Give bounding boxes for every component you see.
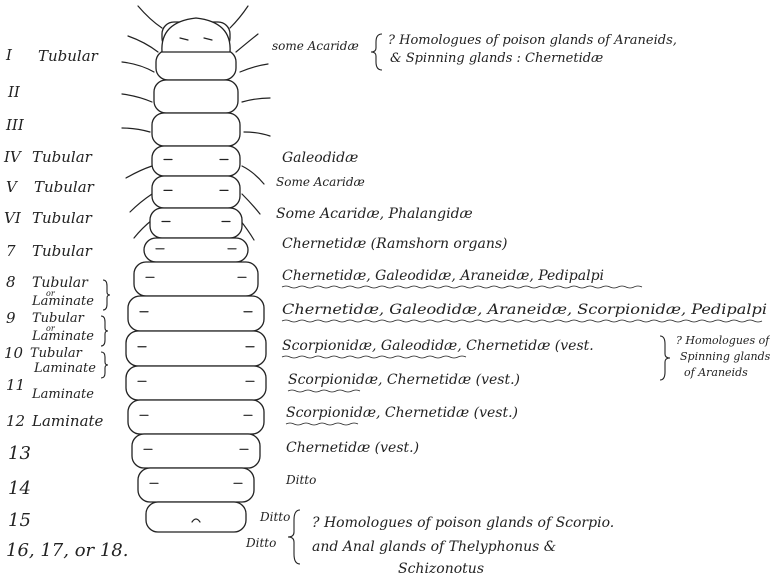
segment-type-6: Tubular — [32, 209, 93, 227]
brace-seg10-11 — [660, 336, 670, 380]
body-segment-16 — [146, 502, 246, 532]
annotation-seg6: Some Acaridæ, Phalangidæ — [276, 206, 473, 222]
annotation-list: some Acaridæ ? Homologues of poison glan… — [245, 33, 770, 577]
annotation-seg12: Scorpionidæ, Chernetidæ (vest.) — [286, 405, 518, 421]
segment-type-9: Tubular — [32, 311, 85, 326]
segment-number-6: VI — [4, 209, 22, 227]
annotation-seg1-right-a: ? Homologues of poison glands of Araneid… — [388, 33, 677, 48]
annotation-seg16: Ditto — [245, 536, 276, 550]
segment-type-12: Laminate — [31, 412, 104, 430]
left-leg-5 — [122, 128, 150, 132]
left-leg-3 — [122, 62, 154, 72]
right-leg-2 — [236, 34, 258, 52]
annotation-seg1-left: some Acaridæ — [272, 39, 359, 53]
annotation-seg14: Ditto — [285, 473, 316, 487]
segment-number-5: V — [6, 178, 19, 196]
segment-number-7: 7 — [6, 242, 16, 260]
underline-seg11 — [288, 390, 360, 392]
annotation-seg5: Some Acaridæ — [276, 175, 365, 189]
segment-number-13: 13 — [8, 443, 31, 464]
annotation-bottom-c: Schizonotus — [398, 561, 484, 577]
body-segment-6 — [152, 176, 240, 208]
segment-number-15: 15 — [8, 510, 31, 531]
segment-number-3: III — [5, 116, 25, 134]
left-leg-4 — [122, 94, 152, 102]
annotation-seg11: Scorpionidæ, Chernetidæ (vest.) — [288, 372, 520, 388]
right-leg-3 — [240, 64, 268, 72]
segment-type-1: Tubular — [38, 47, 99, 65]
body-segment-2 — [156, 50, 236, 80]
annotation-seg4: Galeodidæ — [282, 150, 358, 166]
segment-type-7: Tubular — [32, 242, 93, 260]
annotation-seg1-right-b: & Spinning glands : Chernetidæ — [390, 51, 603, 66]
left-leg-8 — [134, 220, 152, 238]
segment-label-list: I Tubular II III IV Tubular V Tubular VI… — [3, 46, 128, 561]
left-leg-6 — [126, 166, 152, 178]
brace-segment-10 — [101, 352, 108, 378]
right-leg-5 — [244, 132, 270, 136]
body-segment-15 — [138, 468, 254, 502]
segment-type-4: Tubular — [32, 148, 93, 166]
annotation-bracket-b: Spinning glands — [680, 350, 770, 363]
segment-number-14: 14 — [8, 478, 31, 499]
segment-type-10-alt: Laminate — [33, 361, 96, 376]
underline-seg10 — [282, 356, 466, 358]
underline-seg8 — [282, 286, 642, 288]
underline-seg12 — [286, 423, 358, 425]
right-leg-6 — [242, 166, 264, 184]
animal-body — [122, 6, 270, 532]
annotation-bracket-a: ? Homologues of — [676, 334, 770, 347]
body-segment-7 — [150, 208, 242, 238]
right-leg-1 — [230, 6, 248, 28]
annotation-seg8: Chernetidæ, Galeodidæ, Araneidæ, Pedipal… — [282, 268, 604, 284]
right-leg-4 — [242, 98, 270, 102]
body-segment-9 — [134, 262, 258, 296]
annotation-seg15: Ditto — [259, 510, 290, 524]
brace-seg1 — [371, 34, 382, 70]
segment-type-5: Tubular — [34, 178, 95, 196]
right-leg-7 — [242, 194, 260, 214]
segment-number-12: 12 — [6, 412, 25, 430]
segment-number-4: IV — [3, 148, 23, 166]
segment-number-1: I — [5, 46, 13, 64]
segment-type-8: Tubular — [32, 275, 89, 291]
brace-segment-8 — [103, 280, 110, 310]
body-segment-3 — [154, 80, 238, 113]
segment-type-11: Laminate — [31, 387, 94, 402]
underline-seg9 — [282, 320, 762, 322]
annotation-seg10: Scorpionidæ, Galeodidæ, Chernetidæ (vest… — [282, 338, 594, 354]
segment-number-10: 10 — [4, 344, 24, 362]
body-segment-4 — [152, 113, 240, 146]
left-leg-2 — [128, 36, 158, 52]
body-segment-13 — [128, 400, 264, 434]
body-segment-11 — [126, 331, 266, 366]
segment-number-9: 9 — [6, 309, 16, 327]
segment-number-2: II — [7, 83, 21, 101]
body-segments — [126, 18, 266, 532]
annotation-seg13: Chernetidæ (vest.) — [286, 440, 419, 456]
segment-type-9-alt: Laminate — [31, 329, 94, 344]
annotation-bottom-a: ? Homologues of poison glands of Scorpio… — [312, 515, 614, 531]
annotation-seg9: Chernetidæ, Galeodidæ, Araneidæ, Scorpio… — [282, 302, 767, 318]
left-leg-7 — [130, 194, 152, 212]
segment-number-11: 11 — [6, 376, 25, 394]
segment-type-8-alt: Laminate — [31, 294, 94, 309]
body-segment-5 — [152, 146, 240, 176]
segment-number-16-18: 16, 17, or 18. — [6, 540, 128, 561]
segment-type-10: Tubular — [30, 346, 83, 361]
body-segment-10 — [128, 296, 264, 331]
brace-segment-9 — [101, 316, 108, 346]
body-segment-14 — [132, 434, 260, 468]
annotation-seg7: Chernetidæ (Ramshorn organs) — [282, 236, 508, 252]
left-leg-1 — [138, 6, 162, 28]
body-segment-8 — [144, 238, 248, 262]
segment-number-8: 8 — [6, 273, 16, 291]
body-segment-12 — [126, 366, 266, 400]
annotation-bracket-c: of Araneids — [684, 366, 748, 379]
annotation-bottom-b: and Anal glands of Thelyphonus & — [312, 539, 556, 555]
